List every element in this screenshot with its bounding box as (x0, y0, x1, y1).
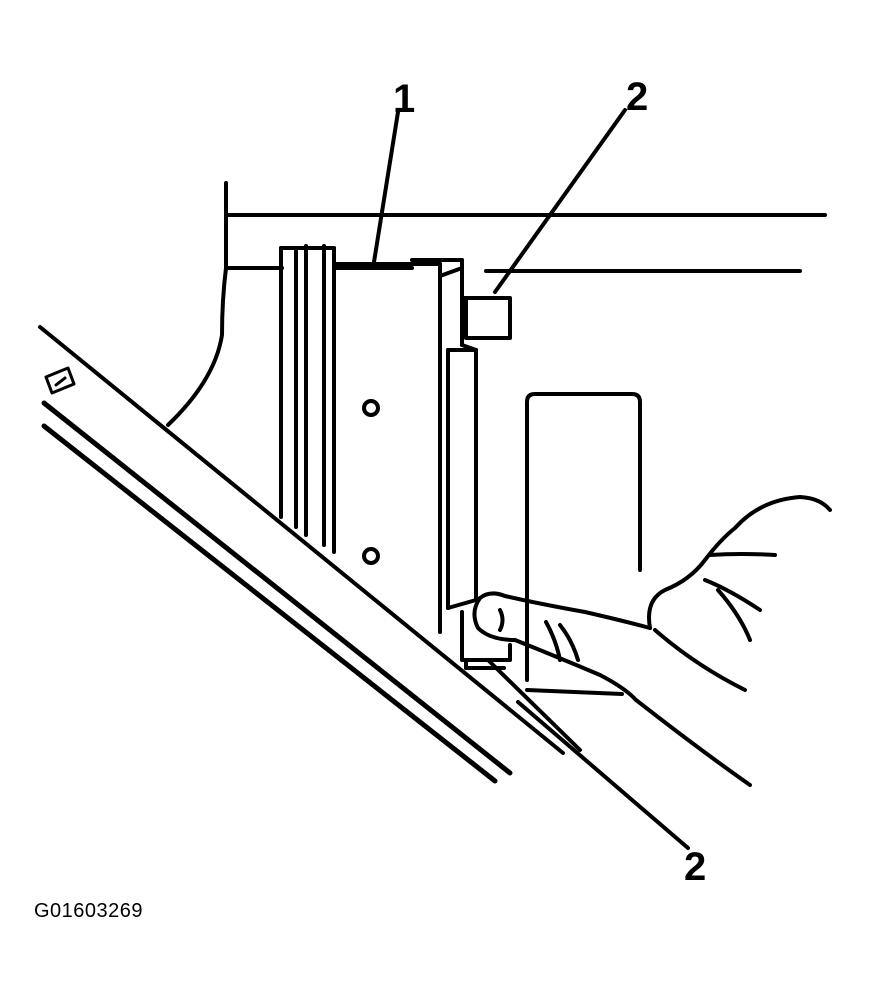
panel-opening (525, 392, 642, 696)
panel-outline (166, 181, 827, 427)
lower-retainer-tab (460, 610, 582, 752)
upper-retainer-tab (460, 296, 512, 340)
callout-2-top-label: 2 (626, 75, 648, 119)
trim-panel (38, 325, 565, 784)
callout-2-bottom-label: 2 (684, 845, 706, 889)
figure-id-label: G01603269 (34, 900, 144, 922)
hand-illustration (472, 495, 832, 787)
module-body (279, 244, 478, 634)
callout-1-label: 1 (393, 77, 415, 121)
leader-lines (372, 108, 690, 850)
